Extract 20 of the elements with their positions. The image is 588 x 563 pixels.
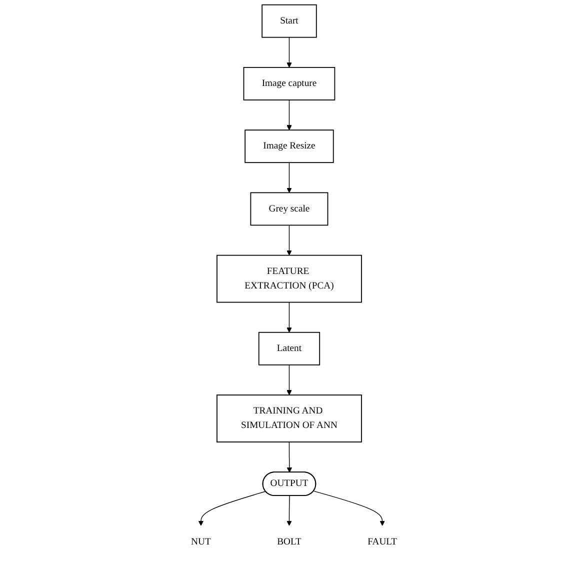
node-text: NUT	[190, 536, 211, 547]
arrow	[286, 302, 292, 333]
arrow	[286, 442, 292, 473]
arrow	[286, 496, 292, 526]
node-box: Start	[262, 4, 317, 38]
arrow	[286, 224, 292, 256]
arrow	[286, 36, 292, 68]
arrow	[198, 491, 266, 526]
arrow	[286, 364, 292, 396]
node-box: FEATURE EXTRACTION (PCA)	[216, 254, 362, 303]
arrow	[286, 100, 292, 130]
arrow	[286, 162, 292, 193]
node-box: Image Resize	[244, 130, 334, 164]
node-text: BOLT	[277, 536, 302, 547]
arrow	[313, 490, 385, 526]
node-box: Grey scale	[250, 192, 328, 226]
node-box: Latent	[258, 332, 320, 366]
node-box: TRAINING AND SIMULATION OF ANN	[216, 394, 362, 442]
node-text: FAULT	[368, 536, 397, 547]
node-box: Image capture	[243, 66, 336, 100]
